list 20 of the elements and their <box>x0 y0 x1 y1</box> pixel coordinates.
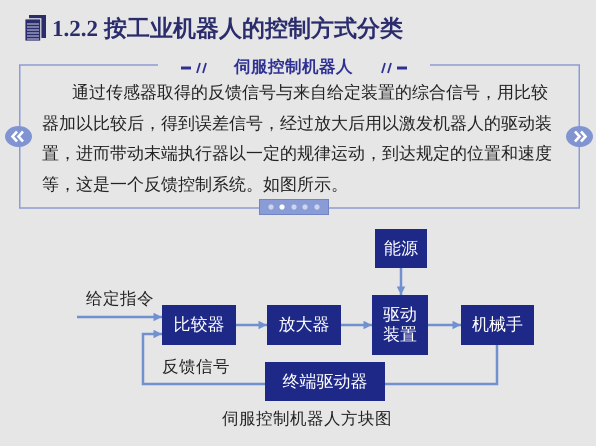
connector-line <box>385 345 498 386</box>
block-box: 比较器 <box>162 305 236 345</box>
panel-heading: 伺服控制机器人 <box>234 57 353 77</box>
arrow <box>142 330 265 386</box>
block-box: 能源 <box>375 229 427 268</box>
content-panel <box>19 57 580 209</box>
arrow <box>341 320 372 330</box>
slide-title: 1.2.2 按工业机器人的控制方式分类 <box>52 15 403 43</box>
caption: 伺服控制机器人方块图 <box>222 409 392 429</box>
block-box: 终端驱动器 <box>265 362 385 401</box>
edge-label: 给定指令 <box>84 289 156 309</box>
arrow <box>236 320 267 330</box>
block-box: 放大器 <box>267 305 341 345</box>
arrow <box>428 320 461 330</box>
block-box: 驱动装置 <box>372 295 428 355</box>
block-box: 机械手 <box>461 305 534 345</box>
panel-text: 通过传感器取得的反馈信号与来自给定装置的综合信号，用比较器加以比较后，得到误差信号，经过放大后用以激发机器人的驱动装置，进而带动末端执行器以一定的规律运动，到达规定的位置和速度等，这是一个反馈控制系统。如图所示。 <box>42 82 553 196</box>
edge-label: 反馈信号 <box>160 357 232 377</box>
arrow <box>77 312 162 322</box>
arrow <box>396 268 406 295</box>
